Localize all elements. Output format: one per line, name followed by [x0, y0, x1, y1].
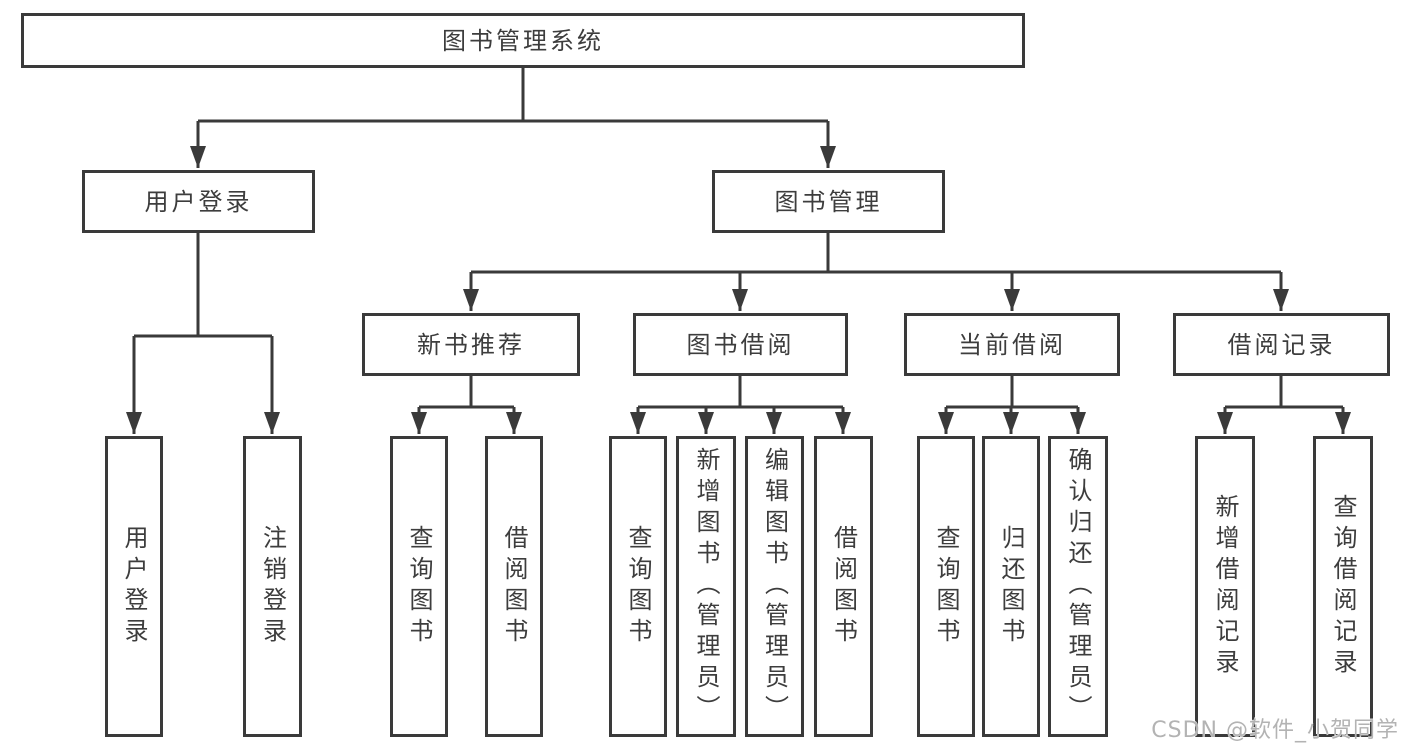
- node-leaf-query-books-current: 查询图书: [917, 436, 975, 737]
- node-leaf-return-book: 归还图书: [982, 436, 1040, 737]
- node-leaf-add-borrow-record: 新增借阅记录: [1195, 436, 1255, 737]
- node-leaf-borrow-books-newrec: 借阅图书: [485, 436, 543, 737]
- node-leaf-query-borrow-record: 查询借阅记录: [1313, 436, 1373, 737]
- node-leaf-query-books-newrec: 查询图书: [390, 436, 448, 737]
- node-borrowing-records: 借阅记录: [1173, 313, 1390, 376]
- node-leaf-add-book-admin: 新增图书（管理员）: [676, 436, 736, 737]
- node-user-login: 用户登录: [82, 170, 315, 233]
- node-leaf-user-login: 用户登录: [105, 436, 163, 737]
- node-root-system: 图书管理系统: [21, 13, 1025, 68]
- node-leaf-edit-book-admin: 编辑图书（管理员）: [745, 436, 804, 737]
- node-leaf-borrow-books-borrowing: 借阅图书: [814, 436, 873, 737]
- watermark-text: CSDN @软件_小贺同学: [1151, 718, 1399, 743]
- node-book-management: 图书管理: [712, 170, 945, 233]
- node-leaf-confirm-return-admin: 确认归还（管理员）: [1048, 436, 1108, 737]
- node-leaf-logout: 注销登录: [243, 436, 302, 737]
- node-book-borrowing: 图书借阅: [633, 313, 848, 376]
- node-current-borrowing: 当前借阅: [904, 313, 1120, 376]
- node-new-book-recommendation: 新书推荐: [362, 313, 580, 376]
- node-leaf-query-books-borrowing: 查询图书: [609, 436, 667, 737]
